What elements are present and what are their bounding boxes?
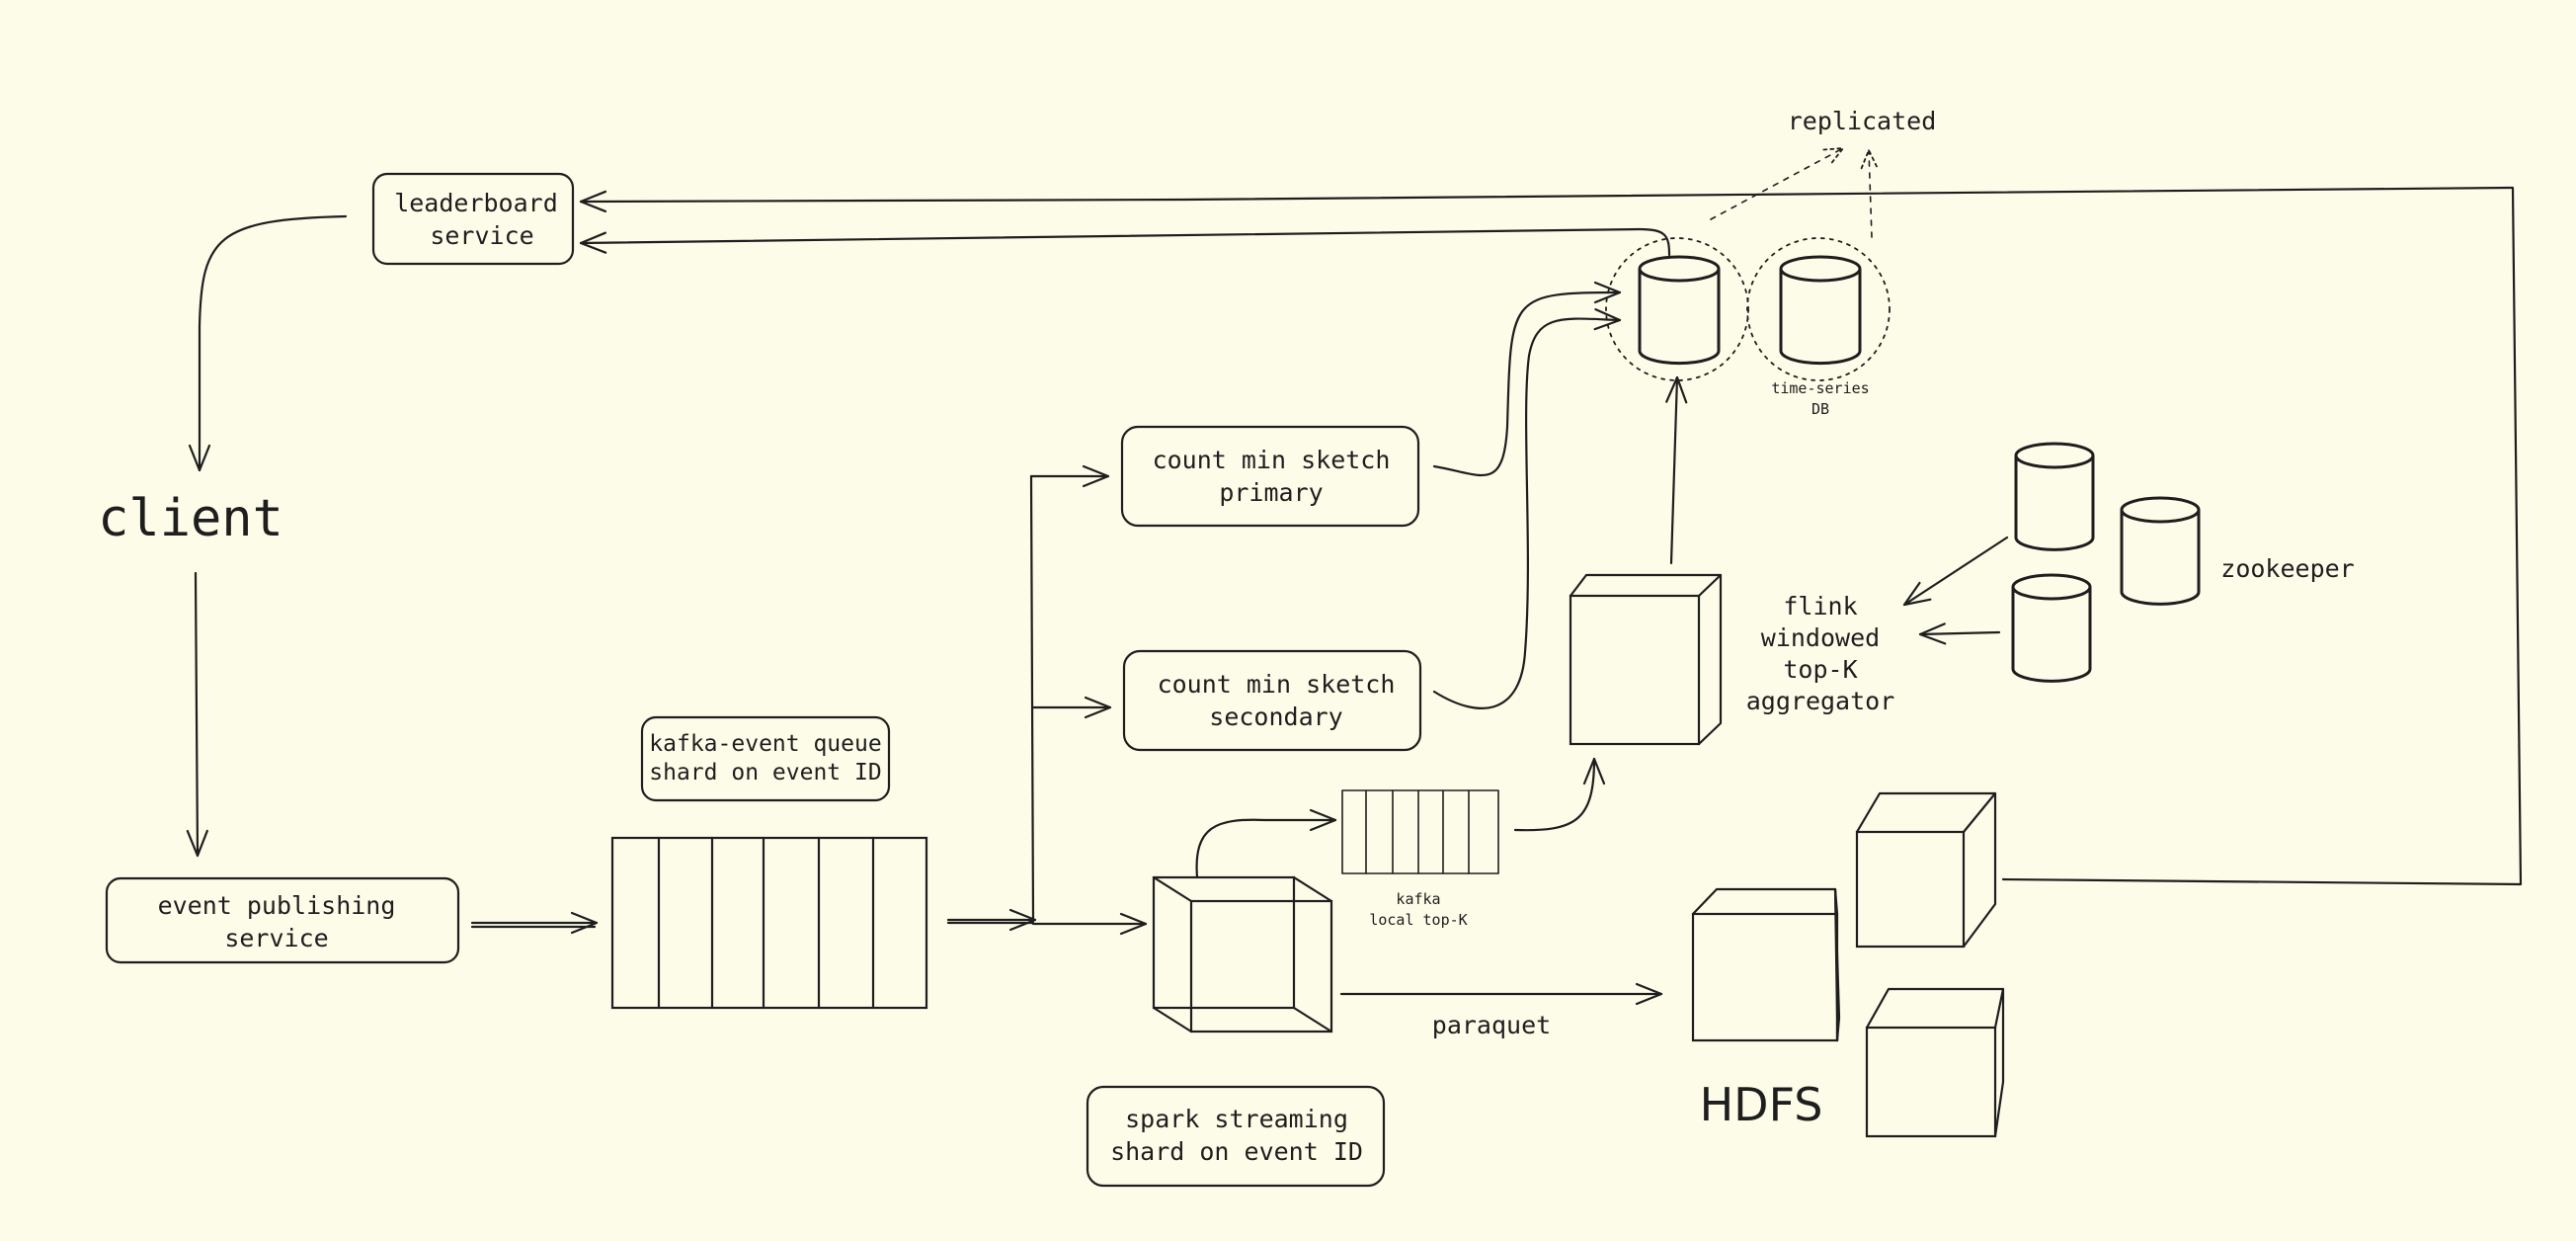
event-publishing-service-node: event publishing service [105, 876, 460, 964]
kafka-local-topk-node: kafka local top-K [1341, 789, 1499, 929]
cms-secondary-label-line1: count min sketch [1158, 670, 1396, 699]
flink-aggregator-label: flink windowed top-K aggregator [1746, 592, 1895, 715]
flink-label-line2: windowed [1761, 623, 1880, 652]
edge-spark-to-kafka-local [1195, 808, 1337, 879]
kafka-local-topk-label-line1: kafka [1396, 890, 1440, 908]
cms-primary-label-line2: primary [1219, 478, 1323, 507]
edge-client-to-event-publishing [186, 571, 208, 858]
flink-label-line1: flink [1783, 592, 1857, 620]
kafka-event-queue-label-line2: shard on event ID [649, 760, 881, 786]
hdfs-label: HDFS [1700, 1078, 1823, 1131]
zookeeper-cylinder-3 [2011, 573, 2092, 683]
replicated-arrow-right [1869, 150, 1872, 238]
count-min-sketch-primary-node: count min sketch primary [1120, 425, 1420, 528]
zookeeper-label: zookeeper [2220, 554, 2354, 583]
flink-label-line4: aggregator [1746, 687, 1895, 715]
zookeeper-cylinder-2 [2120, 496, 2201, 606]
flink-aggregator-cube [1569, 573, 1723, 746]
edge-cms-primary-to-db [1432, 281, 1622, 477]
flink-label-line3: top-K [1783, 655, 1857, 684]
edge-kafka-local-to-flink [1513, 757, 1606, 832]
time-series-db-label-line2: DB [1811, 400, 1829, 418]
edge-flink-to-db [1665, 375, 1688, 565]
zookeeper-cylinder-1 [2014, 442, 2095, 551]
edge-db-to-leaderboard [579, 227, 1671, 257]
replicated-label: replicated [1788, 107, 1937, 135]
client-label: client [98, 489, 283, 548]
hdfs-cube-3 [1865, 987, 2005, 1138]
time-series-db-label-line1: time-series [1771, 379, 1869, 397]
time-series-db-primary-cylinder [1605, 237, 1749, 381]
edge-hdfs-to-leaderboard [579, 186, 2523, 886]
cms-primary-label-line1: count min sketch [1153, 446, 1391, 474]
leaderboard-service-node: leaderboard service [371, 172, 575, 266]
hdfs-cube-1 [1691, 887, 1841, 1042]
time-series-db-replica-cylinder [1746, 237, 1891, 381]
kafka-event-queue-label-line1: kafka-event queue [649, 731, 881, 757]
replicated-arrow-left [1710, 148, 1843, 220]
spark-streaming-label-line2: shard on event ID [1110, 1137, 1363, 1166]
edge-zookeeper-to-flink-1 [1902, 536, 2009, 607]
spark-streaming-label-line1: spark streaming [1125, 1105, 1348, 1133]
kafka-local-topk-label-line2: local top-K [1369, 911, 1467, 929]
leaderboard-service-label-line2: service [430, 221, 533, 250]
edge-leaderboard-to-client [188, 214, 348, 472]
edge-cms-secondary-to-db [1432, 308, 1622, 709]
event-publishing-label-line2: service [224, 924, 328, 952]
edge-zookeeper-to-flink-2 [1918, 622, 2001, 645]
count-min-sketch-secondary-node: count min sketch secondary [1122, 649, 1422, 752]
event-publishing-label-line1: event publishing [158, 891, 396, 920]
fanout-trunk [1029, 474, 1035, 923]
hdfs-cube-2 [1855, 791, 1997, 949]
cms-secondary-label-line2: secondary [1209, 703, 1342, 731]
edge-label-parquet: paraquet [1432, 1011, 1551, 1039]
kafka-event-queue-label-box: kafka-event queue shard on event ID [640, 715, 891, 802]
leaderboard-service-label-line1: leaderboard [394, 189, 558, 217]
kafka-event-queue-partitions [610, 836, 928, 1010]
spark-streaming-cube [1152, 875, 1333, 1034]
spark-streaming-label-box: spark streaming shard on event ID [1086, 1085, 1386, 1188]
